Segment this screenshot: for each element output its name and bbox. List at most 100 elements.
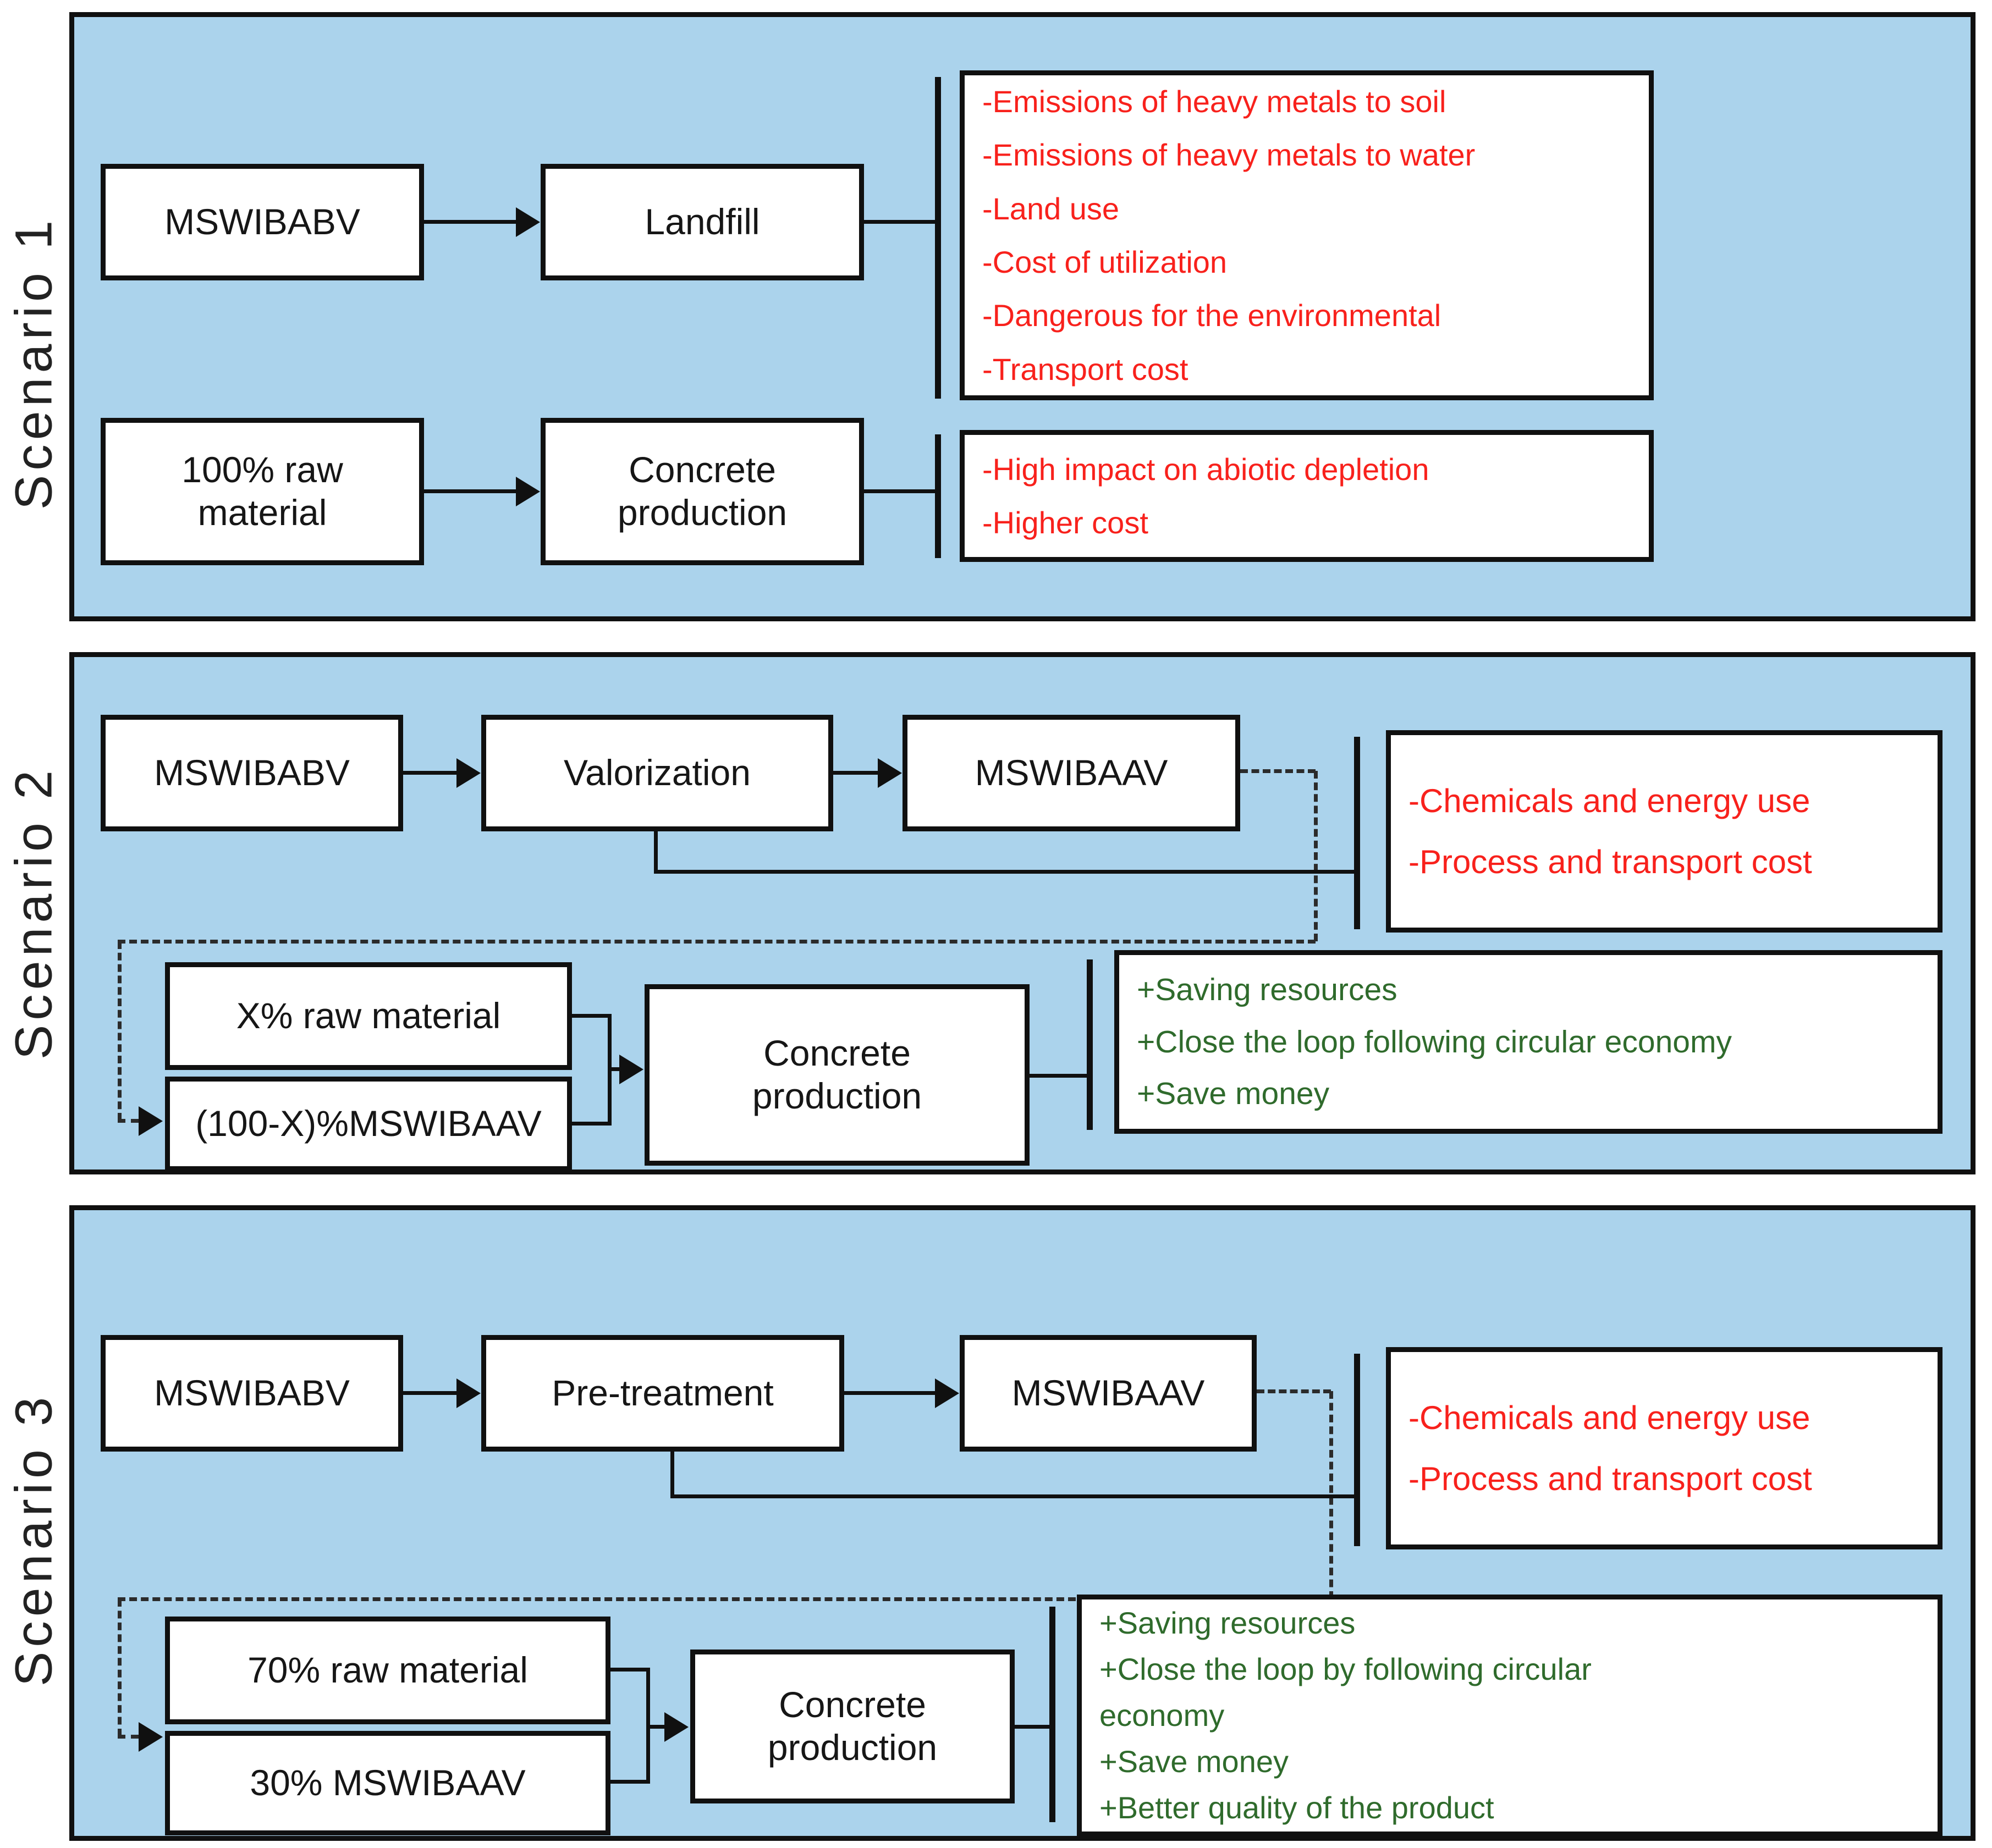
benefits-list-s3: +Saving resources +Close the loop by fol… <box>1077 1595 1943 1836</box>
connector-line-s1-b <box>864 489 938 493</box>
landfill-label: Landfill <box>645 201 760 242</box>
tick-bar-s2-b <box>1087 959 1093 1130</box>
scenario-2-label: Scenario 2 <box>4 765 63 1060</box>
list-item: -Chemicals and energy use <box>1408 782 1811 819</box>
list-item: +Save money <box>1099 1744 1289 1779</box>
pretreatment-drawbacks-list: -Chemicals and energy use -Process and t… <box>1386 1347 1943 1549</box>
raw-material-100-label: 100% raw material <box>181 449 343 533</box>
list-item: -High impact on abiotic depletion <box>982 451 1429 487</box>
valorization-label: Valorization <box>564 752 751 793</box>
bracket-line-s2-bottom <box>572 1122 612 1126</box>
dashed-connector-s3-e <box>118 1735 139 1739</box>
list-item: -Emissions of heavy metals to water <box>982 137 1476 173</box>
pretreatment-box: Pre-treatment <box>481 1335 844 1452</box>
arrowhead-icon-s2-a <box>456 758 481 788</box>
arrow-line-s1-a <box>424 220 516 224</box>
mswibaav-share-box-s2: (100-X)%MSWIBAAV <box>165 1077 572 1171</box>
dashed-connector-s2-b <box>1314 771 1318 941</box>
tick-bar-s3-b <box>1049 1607 1055 1822</box>
mswibabv-label-s2: MSWIBABV <box>154 752 350 793</box>
list-item: -Land use <box>982 191 1120 226</box>
mswibabv-box-s1: MSWIBABV <box>101 164 424 280</box>
list-item: +Saving resources <box>1137 972 1397 1008</box>
connector-line-s2-down <box>654 831 658 874</box>
concrete-production-box-s1: Concrete production <box>541 418 864 565</box>
arrowhead-icon-s1-a <box>516 207 540 237</box>
mswibaav-share-box-s3: 30% MSWIBAAV <box>165 1731 610 1835</box>
arrowhead-icon-s3-dashed <box>139 1722 163 1752</box>
mswibaav-share-label-s3: 30% MSWIBAAV <box>250 1762 526 1803</box>
mswibaav-share-label-s2: (100-X)%MSWIBAAV <box>195 1103 542 1144</box>
mswibabv-label-s3: MSWIBABV <box>154 1372 350 1414</box>
list-item: +Close the loop following circular econo… <box>1137 1024 1732 1060</box>
connector-line-s1-a <box>864 220 938 224</box>
valorization-drawbacks-list: -Chemicals and energy use -Process and t… <box>1386 730 1943 933</box>
arrow-line-s1-b <box>424 489 516 493</box>
raw-material-x-label: X% raw material <box>236 995 501 1036</box>
mswibabv-box-s2: MSWIBABV <box>101 715 403 831</box>
arrowhead-icon-s1-b <box>516 477 540 506</box>
dashed-connector-s2-e <box>118 1119 139 1123</box>
tick-bar-s1-a <box>935 77 941 399</box>
connector-line-s3-c <box>1015 1725 1053 1729</box>
list-item: -Cost of utilization <box>982 245 1228 279</box>
mswibaav-label-s2: MSWIBAAV <box>975 752 1168 793</box>
dashed-connector-s3-c <box>118 1597 1076 1601</box>
concrete-production-box-s2: Concrete production <box>645 984 1030 1166</box>
connector-line-s2-across <box>654 870 1357 874</box>
list-item: -Process and transport cost <box>1408 1460 1812 1497</box>
scenario-1-label: Scenario 1 <box>4 216 63 510</box>
raw-material-70-label: 70% raw material <box>247 1650 528 1691</box>
arrow-line-s3-b <box>844 1391 935 1395</box>
arrow-line-s2-a <box>403 771 456 775</box>
connector-line-s3-across <box>670 1494 1357 1498</box>
list-item: -Dangerous for the environmental <box>982 298 1441 333</box>
concrete-production-label-s2: Concrete production <box>752 1033 922 1116</box>
concrete-production-label-s3: Concrete production <box>767 1684 938 1768</box>
list-item: +Save money <box>1137 1076 1330 1112</box>
tick-bar-s2-a <box>1354 737 1360 929</box>
bracket-line-s2-top <box>572 1014 612 1018</box>
valorization-box: Valorization <box>481 715 833 831</box>
mswibabv-box-s3: MSWIBABV <box>101 1335 403 1452</box>
arrow-line-s3-a <box>403 1391 456 1395</box>
bracket-line-s3-bottom <box>610 1780 650 1784</box>
list-item: -Process and transport cost <box>1408 843 1812 880</box>
landfill-box: Landfill <box>541 164 864 280</box>
arrowhead-icon-s3-a <box>456 1378 481 1408</box>
mswibaav-box-s2: MSWIBAAV <box>903 715 1240 831</box>
list-item: -Transport cost <box>982 351 1188 387</box>
dashed-connector-s3-d <box>118 1599 122 1736</box>
arrowhead-icon-s3-c <box>664 1712 689 1742</box>
arrow-line-s2-c <box>608 1067 619 1071</box>
mswibaav-label-s3: MSWIBAAV <box>1011 1372 1205 1414</box>
list-item: +Close the loop by following circular ec… <box>1099 1652 1592 1733</box>
arrow-line-s3-c <box>646 1725 664 1729</box>
connector-line-s2-c <box>1030 1074 1090 1078</box>
arrowhead-icon-s2-b <box>878 758 902 788</box>
scenario-3-label: Scenario 3 <box>4 1392 63 1687</box>
dashed-connector-s2-a <box>1240 769 1316 773</box>
arrow-line-s2-b <box>833 771 878 775</box>
bracket-line-s3-top <box>610 1668 650 1672</box>
list-item: -Emissions of heavy metals to soil <box>982 84 1446 119</box>
raw-material-x-box: X% raw material <box>165 962 572 1070</box>
raw-material-100-box: 100% raw material <box>101 418 424 565</box>
dashed-connector-s2-d <box>118 941 122 1121</box>
concrete-production-box-s3: Concrete production <box>690 1650 1015 1803</box>
raw-material-70-box: 70% raw material <box>165 1617 610 1724</box>
list-item: +Better quality of the product <box>1099 1790 1494 1825</box>
connector-line-s3-down <box>670 1452 674 1498</box>
tick-bar-s3-a <box>1354 1354 1360 1546</box>
mswibaav-box-s3: MSWIBAAV <box>960 1335 1257 1452</box>
pretreatment-label: Pre-treatment <box>552 1372 774 1414</box>
concrete-production-label-s1: Concrete production <box>617 449 788 533</box>
dashed-connector-s2-c <box>118 940 1316 944</box>
dashed-connector-s3-a <box>1257 1389 1331 1393</box>
tick-bar-s1-b <box>935 434 941 558</box>
landfill-impacts-list: -Emissions of heavy metals to soil -Emis… <box>960 70 1654 400</box>
list-item: +Saving resources <box>1099 1606 1356 1640</box>
arrowhead-icon-s3-b <box>935 1378 959 1408</box>
mswibabv-label-s1: MSWIBABV <box>164 201 360 242</box>
